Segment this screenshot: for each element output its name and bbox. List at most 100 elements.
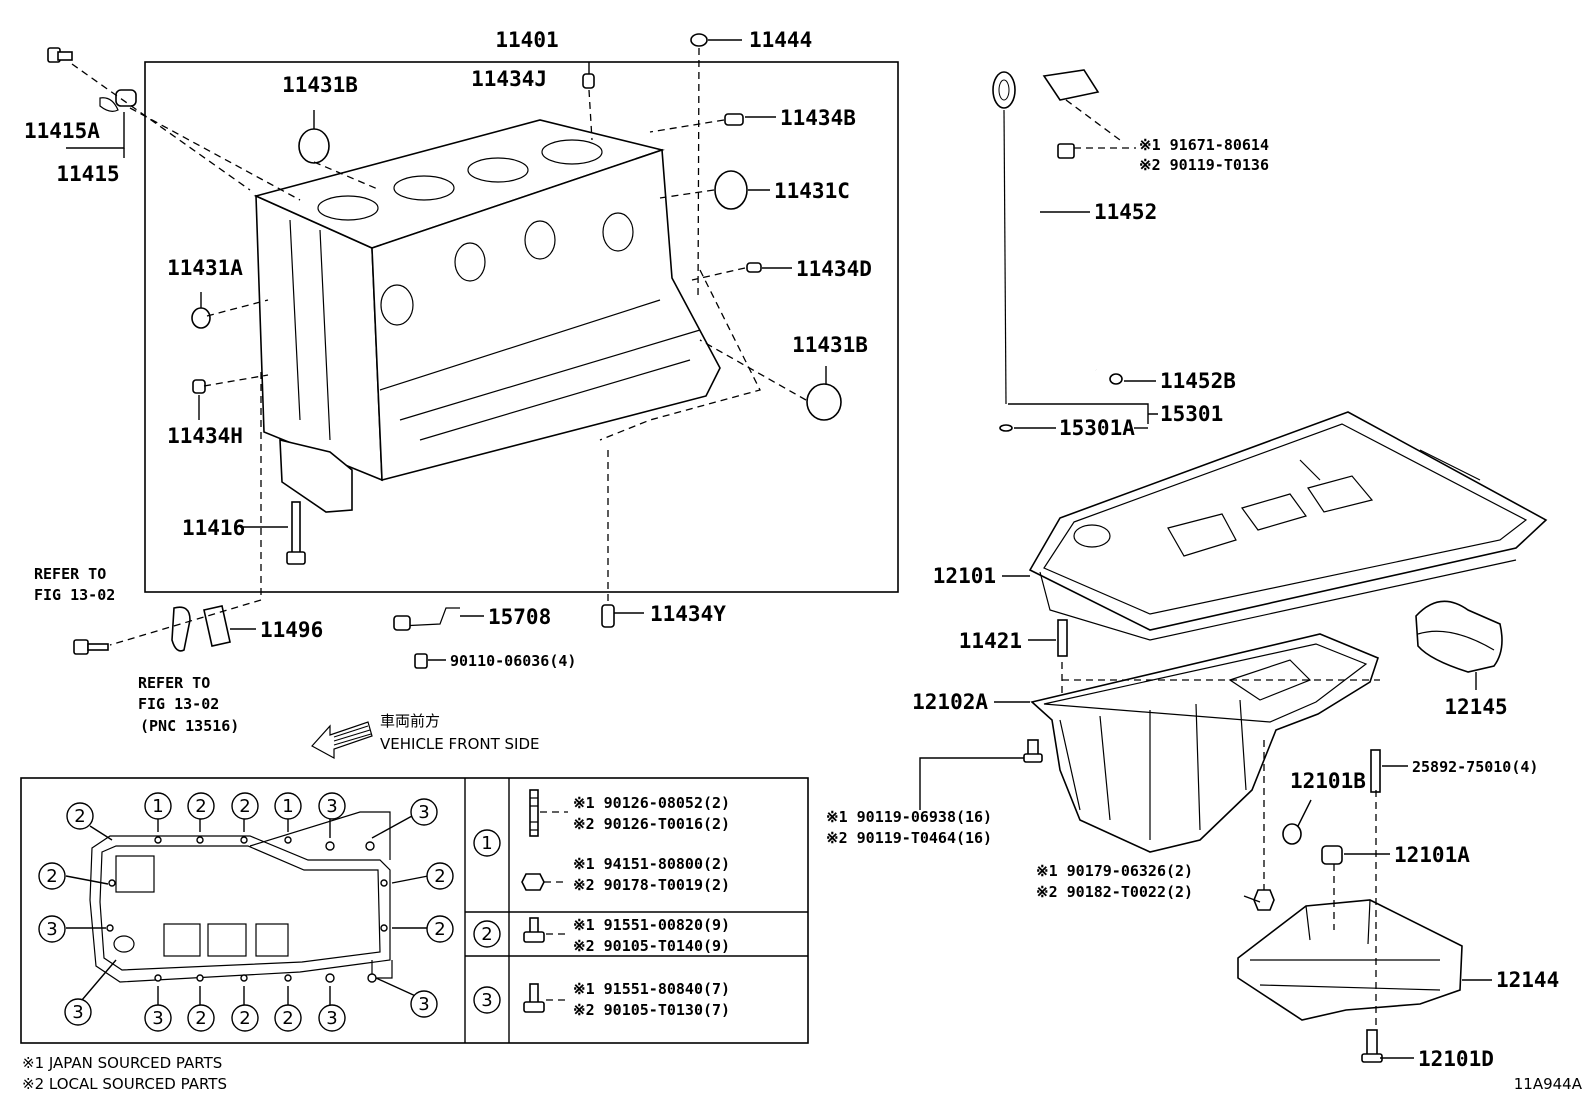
bolt-icon [523,983,545,1013]
legend-row-1-line-1: ※1 90126-08052(2) [573,794,730,812]
callout-12101: 12101 [933,564,996,588]
marker: 1 [152,796,163,817]
callout-11431B-top: 11431B [282,73,358,97]
callout-11452: 11452 [1094,200,1157,224]
callout-11401: 11401 [495,28,558,52]
gasket-11444 [690,33,708,47]
bracket-11496 [171,605,231,652]
legend-row-1-line-3: ※1 94151-80800(2) [573,855,730,873]
marker: 2 [434,866,445,887]
callout-11434H: 11434H [167,424,243,448]
callout-12145: 12145 [1444,695,1507,719]
legend-row-3-line-2: ※2 90105-T0130(7) [573,1001,730,1019]
cylinder-block-drawing [253,119,721,513]
legend-row-1-line-4: ※2 90178-T0019(2) [573,876,730,894]
marker: 2 [195,796,206,817]
callout-11431B-right: 11431B [792,333,868,357]
o-ring-11452B [1109,373,1123,385]
callout-11415: 11415 [56,162,119,186]
refer-to-1-line2: FIG 13-02 [34,586,115,604]
bolt-11416 [286,501,306,565]
callout-11496: 11496 [260,618,323,642]
marker: 1 [282,796,293,817]
callout-11431C: 11431C [774,179,850,203]
bolt-pan [1023,739,1043,763]
legend-row-1: 1 ※1 90126-08052(2) ※2 90126-T0016(2) ※1… [473,789,730,894]
vehicle-front-en: VEHICLE FRONT SIDE [380,735,540,753]
callout-11415A: 11415A [24,119,100,143]
legend-row-3-line-1: ※1 91551-80840(7) [573,980,730,998]
pin-11434H [192,379,206,394]
legend-row-3: 3 ※1 91551-80840(7) ※2 90105-T0130(7) [473,980,730,1019]
bolt-holes [106,836,388,983]
callout-11434J: 11434J [471,67,547,91]
callout-11416: 11416 [182,516,245,540]
callout-11434Y: 11434Y [650,602,726,626]
marker: 2 [74,806,85,827]
callout-12101D: 12101D [1418,1047,1494,1071]
oil-level-gauge-15301 [992,71,1016,432]
legend-row-2-line-2: ※2 90105-T0140(9) [573,937,730,955]
drain-plug-12101A [1321,845,1343,865]
callout-11421: 11421 [959,629,1022,653]
callout-15301: 15301 [1160,402,1223,426]
bolt-90110 [414,653,428,669]
callout-12101B: 12101B [1290,769,1366,793]
callout-11434B: 11434B [780,106,856,130]
nut-icon [521,873,545,891]
marker: 2 [195,1008,206,1029]
refer-to-2-line1: REFER TO [138,674,210,692]
callout-25892: 25892-75010(4) [1412,758,1538,776]
bolt-12101D [1361,1029,1383,1063]
oil-pan-lower-12102A [1030,633,1379,853]
seal-11431B-right [806,383,842,421]
refer-to-2-line3: (PNC 13516) [140,717,239,735]
callout-11434D: 11434D [796,257,872,281]
pin-11434J [582,73,595,89]
bolt-ref-fig [73,639,109,655]
cover-12144 [1237,899,1463,1021]
nut-pan [1253,889,1275,911]
callout-15708: 15708 [488,605,551,629]
leaders-block [66,39,827,661]
callout-11444: 11444 [749,28,812,52]
oil-nozzle-15708 [393,607,460,631]
marker: 3 [418,802,429,823]
oil-pan-upper-12101 [1028,411,1548,641]
marker: 2 [239,1008,250,1029]
bolt-icon [523,917,545,943]
pin-11434B [724,113,744,126]
refer-to-1-line1: REFER TO [34,565,106,583]
marker: 3 [46,919,57,940]
markers-right: 2 2 3 [410,862,454,1018]
assembly-lines-block [71,47,807,646]
marker: 3 [418,994,429,1015]
marker: 3 [326,1008,337,1029]
pin-11434Y [601,604,615,628]
callout-12102A: 12102A [912,690,988,714]
stud-25892 [1370,749,1381,793]
callout-11431A: 11431A [167,256,243,280]
leaders-oil-pan [919,575,1492,1059]
oil-level-gauge-guide-11452 [1034,45,1100,372]
markers-top: 2 1 2 2 1 3 3 [66,792,438,830]
vehicle-front-jp: 車両前方 [380,712,440,730]
callout-bolt-top-2: ※2 90119-T0136 [1139,156,1269,174]
marker: 3 [152,1008,163,1029]
oil-pan-plan-view [65,811,429,1006]
stud-icon [529,789,539,837]
callout-nut-pan-1: ※1 90179-06326(2) [1036,862,1193,880]
pin-11434D [746,262,762,273]
markers-bottom: 3 2 2 2 3 [144,1004,346,1032]
marker: 2 [46,866,57,887]
leaders-dipstick [1008,99,1158,429]
callout-11452B: 11452B [1160,369,1236,393]
figure-id: 11A944A [1514,1075,1583,1093]
seal-11431A [191,307,211,329]
callout-12101A: 12101A [1394,843,1470,867]
markers-left: 2 3 3 [38,862,92,1026]
gasket-12101B [1282,823,1302,845]
baffle-12145 [1415,600,1503,673]
marker: 2 [239,796,250,817]
